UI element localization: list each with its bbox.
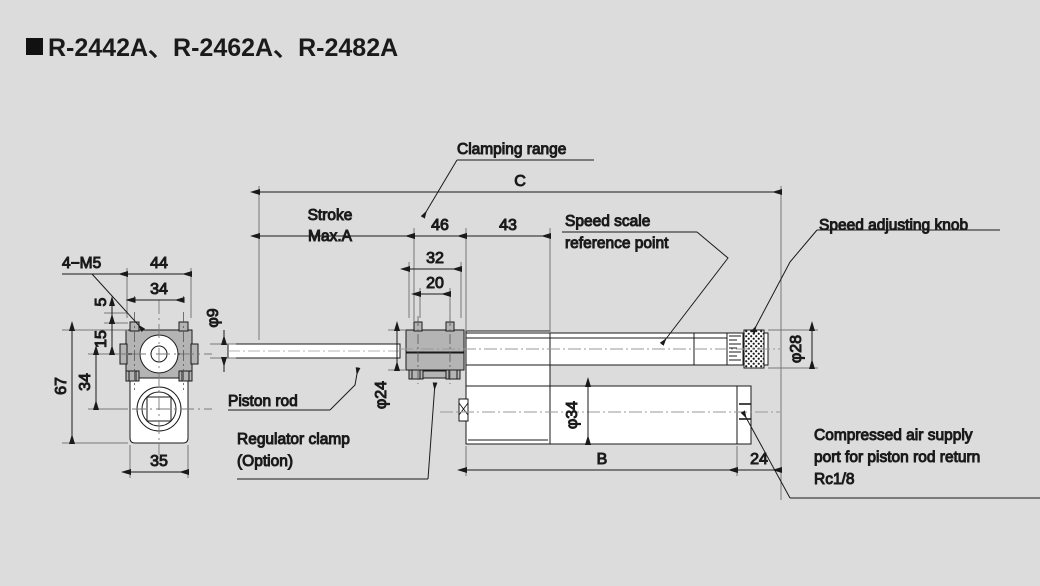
clamp-bolt-bottom-right <box>445 369 461 380</box>
end-view-bolt-axes <box>134 312 184 390</box>
leader-regclamp-line <box>427 382 438 480</box>
dim-phi24-label: φ24 <box>373 381 390 409</box>
dim-phi34-label: φ34 <box>564 401 581 429</box>
dim-32-label: 32 <box>426 250 444 267</box>
clamp-bolt-bottom-left <box>408 369 424 380</box>
end-view-bolt-bottom-right <box>178 370 193 382</box>
label-clamping-range: Clamping range <box>457 141 566 158</box>
end-view-bolt-bottom-left <box>125 370 140 382</box>
clamp-bottom-plate <box>422 370 447 379</box>
label-piston-rod: Piston rod <box>228 393 298 410</box>
dim-46-label: 46 <box>431 217 449 234</box>
dim-20-label: 20 <box>426 275 444 292</box>
label-air-port-l1: Compressed air supply <box>814 427 973 444</box>
square-bullet-icon <box>26 37 43 55</box>
page-title: R-2442A、R-2462A、R-2482A <box>26 28 398 64</box>
rod-end-port <box>458 398 469 422</box>
label-speed-scale-l1: Speed scale <box>565 213 650 230</box>
air-supply-port <box>739 403 751 420</box>
dim-phi28-label: φ28 <box>788 335 805 363</box>
page-title-text: R-2442A、R-2462A、R-2482A <box>48 34 399 62</box>
end-view-centerlines <box>108 300 212 455</box>
dim-24-label: 24 <box>750 451 768 468</box>
leader-speedscale-line <box>659 231 729 346</box>
leader-knob-line <box>750 229 818 334</box>
leader-clamping-line <box>420 159 458 219</box>
label-speed-adjusting-knob: Speed adjusting knob <box>819 217 968 234</box>
dim-C-label: C <box>514 173 526 190</box>
cylinder-head-block <box>465 385 551 445</box>
stroke-label-line1: Stroke <box>308 207 353 224</box>
label-speed-scale-l2: reference point <box>565 235 669 252</box>
leader-pistonrod-line <box>329 367 361 411</box>
side-view-centerlines <box>400 348 780 413</box>
end-view-base-plate <box>129 377 189 444</box>
label-regulator-clamp-l2: (Option) <box>237 453 293 470</box>
dim-34-side-label: 34 <box>77 373 94 391</box>
leader-4m5-line <box>91 273 146 332</box>
clamp-bolt-axes <box>417 316 451 384</box>
dim-15-label: 15 <box>93 330 110 348</box>
side-view-top-dimensions: C Stroke Max.A 46 43 32 <box>250 173 782 500</box>
side-view-group <box>227 316 780 445</box>
dim-44-label: 44 <box>150 255 168 272</box>
dim-34-top-label: 34 <box>150 281 168 298</box>
label-regulator-clamp-l1: Regulator clamp <box>237 431 350 448</box>
stroke-label-line2: Max.A <box>308 228 353 245</box>
end-view-dimensions: 44 34 35 67 34 <box>53 255 192 478</box>
annotations: Clamping range Speed scale reference poi… <box>228 141 1040 499</box>
dim-5-label: 5 <box>93 297 110 306</box>
side-view-bottom-dimensions: B 24 <box>457 446 782 476</box>
dim-phi9-label: φ9 <box>205 308 222 327</box>
dim-67-label: 67 <box>53 377 70 395</box>
dim-43-label: 43 <box>499 217 517 234</box>
leader-airport-line <box>740 410 791 499</box>
dim-B-label: B <box>597 451 608 468</box>
side-view-diameter-dimensions: φ9 φ24 φ28 φ34 <box>205 308 818 445</box>
label-air-port-l2: port for piston rod return <box>814 449 980 466</box>
dim-35-label: 35 <box>150 453 168 470</box>
callout-4m5-label: 4−M5 <box>62 255 101 272</box>
regulator-clamp-lower <box>405 352 465 371</box>
label-air-port-l3: Rc1/8 <box>814 471 855 488</box>
regulator-clamp-upper <box>405 329 465 353</box>
